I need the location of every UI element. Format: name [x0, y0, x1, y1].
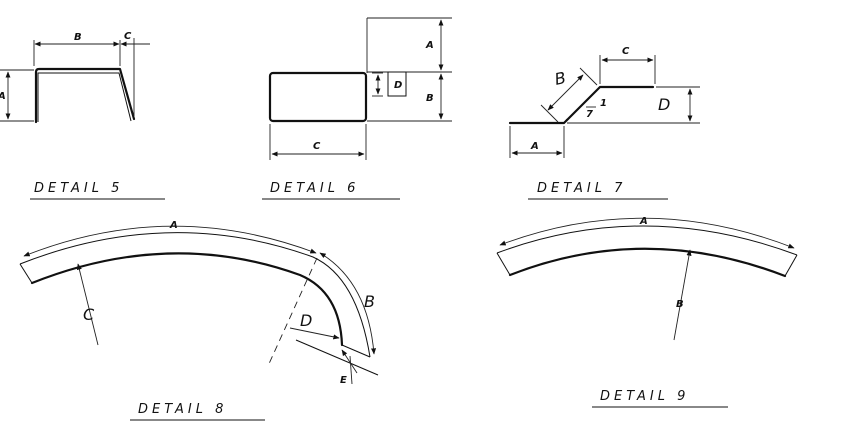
detail-8-dim-b-label: B — [364, 292, 375, 311]
detail-6-part-outline — [268, 71, 368, 123]
detail-6-dim-c-label: C — [313, 141, 321, 152]
detail-8-dim-d-label: D — [300, 311, 312, 330]
detail-9-dim-b-line — [673, 249, 692, 341]
detail-5: B C A DETAIL 5 — [0, 31, 165, 200]
detail-7-dim-d-label: D — [658, 95, 670, 114]
detail-8-dim-b-line — [319, 252, 377, 355]
detail-5-dim-c-label: C — [124, 31, 132, 42]
detail-5-part-outline — [34, 67, 136, 124]
detail-6-dim-a-label: A — [425, 40, 434, 51]
detail-6-dim-b-label: B — [426, 93, 434, 104]
detail-7-dim-c-label: C — [622, 46, 630, 57]
detail-8-dim-e-line — [341, 349, 358, 374]
detail-5-dim-b-label: B — [74, 32, 82, 43]
detail-8-title: DETAIL 8 — [138, 402, 227, 417]
detail-7-dim-a-label: A — [530, 141, 539, 152]
detail-9-outer-arc — [496, 225, 798, 256]
detail-9-dim-b-label: B — [676, 299, 684, 310]
detail-8-dim-d-line — [289, 327, 340, 340]
detail-7-angle-mark-2: 7 — [586, 109, 593, 120]
detail-9: A B DETAIL 9 — [496, 216, 798, 408]
detail-8-dim-c-line — [76, 263, 99, 346]
detail-5-dim-a-label: A — [0, 91, 6, 102]
detail-7-dim-b-label: B — [553, 68, 568, 89]
detail-6-title: DETAIL 6 — [270, 181, 359, 196]
detail-5-part-inner — [37, 72, 132, 122]
detail-7-title: DETAIL 7 — [537, 181, 626, 196]
detail-8-center-line — [267, 257, 318, 367]
detail-9-dim-a-label: A — [639, 216, 648, 227]
detail-8-outer-arc — [19, 232, 371, 358]
detail-9-title: DETAIL 9 — [600, 389, 689, 404]
detail-7: A B 1 7 C D DETAIL 7 — [508, 46, 700, 200]
detail-7-dim-b-line — [547, 74, 584, 111]
detail-8-dim-e-label: E — [340, 375, 347, 386]
detail-8-dim-a-line — [23, 225, 317, 257]
detail-6-dim-d-label: D — [394, 80, 402, 91]
detail-7-part-outline — [508, 85, 655, 125]
detail-6: A B D C DETAIL 6 — [262, 17, 452, 200]
detail-9-dim-a-line — [499, 217, 795, 249]
detail-5-title: DETAIL 5 — [34, 181, 123, 196]
detail-8: A B C D E DETAIL 8 — [19, 220, 379, 421]
detail-9-inner-arc — [508, 247, 787, 278]
detail-8-dim-a-label: A — [169, 220, 178, 231]
detail-7-angle-mark: 1 — [600, 98, 607, 109]
detail-8-dim-c-label: C — [83, 305, 95, 324]
